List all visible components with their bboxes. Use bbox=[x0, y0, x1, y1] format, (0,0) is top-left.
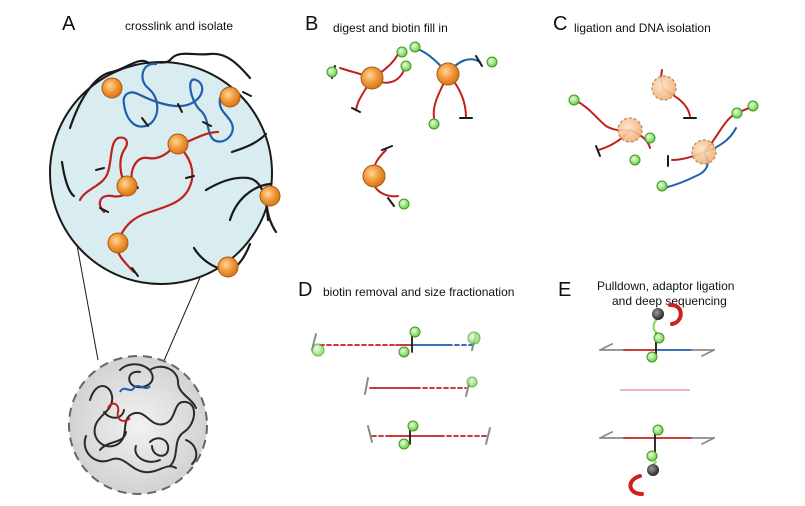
nucleus-red-strand bbox=[107, 402, 131, 422]
protein-sphere-icon bbox=[219, 86, 241, 108]
protein-sphere-icon bbox=[107, 232, 129, 254]
protein-sphere-icon bbox=[217, 256, 239, 278]
biotin-bead-icon bbox=[407, 420, 419, 432]
nucleus-envelope bbox=[68, 355, 208, 495]
biotin-bead-icon bbox=[652, 424, 664, 436]
biotin-bead-icon bbox=[656, 180, 668, 192]
panel-a-title: crosslink and isolate bbox=[125, 19, 233, 33]
panel-e-letter: E bbox=[558, 279, 571, 301]
biotin-bead-icon bbox=[653, 332, 665, 344]
biotin-bead-icon bbox=[747, 100, 759, 112]
biotin-bead-icon bbox=[400, 60, 412, 72]
panel-e-bottom-molecule bbox=[599, 427, 715, 496]
biotin-bead-icon bbox=[396, 46, 408, 58]
panel-a-letter: A bbox=[62, 13, 76, 35]
panel-b: B digest and biotin fill in bbox=[305, 13, 498, 210]
protein-sphere-icon bbox=[651, 75, 677, 101]
nucleus-blue-strand bbox=[119, 385, 151, 393]
panel-b-letter: B bbox=[305, 13, 318, 35]
protein-sphere-icon bbox=[691, 139, 717, 165]
biotin-bead-icon bbox=[646, 351, 658, 363]
protein-sphere-icon bbox=[101, 77, 123, 99]
panel-e-top-molecule bbox=[599, 303, 715, 357]
panel-d-fragments bbox=[311, 333, 491, 445]
biotin-bead-icon bbox=[409, 326, 421, 338]
protein-sphere-icon bbox=[617, 117, 643, 143]
protein-sphere-icon bbox=[362, 164, 386, 188]
biotin-bead-icon bbox=[326, 66, 338, 78]
biotin-bead-icon bbox=[646, 450, 658, 462]
biotin-bead-icon bbox=[428, 118, 440, 130]
panel-c-biotins bbox=[568, 94, 759, 192]
biotin-bead-icon bbox=[398, 346, 410, 358]
biotin-bead-icon bbox=[467, 331, 481, 345]
protein-sphere-icon bbox=[436, 62, 460, 86]
panel-d-title: biotin removal and size fractionation bbox=[323, 285, 514, 299]
nucleus-chromatin bbox=[83, 363, 198, 474]
panel-d: D biotin removal and size fractionation bbox=[298, 279, 514, 450]
nucleus bbox=[68, 355, 208, 495]
panel-c-proteins bbox=[617, 75, 717, 165]
panel-c: C ligation and DNA isolation bbox=[553, 13, 759, 192]
biotin-bead-icon bbox=[398, 438, 410, 450]
panel-a: A crosslink and isolate bbox=[49, 13, 281, 495]
biotin-bead-icon bbox=[466, 376, 478, 388]
biotin-bead-icon bbox=[311, 343, 325, 357]
panel-d-biotins bbox=[311, 326, 481, 450]
panel-d-letter: D bbox=[298, 279, 312, 301]
panel-b-proteins bbox=[360, 62, 460, 188]
panel-b-title: digest and biotin fill in bbox=[333, 21, 448, 35]
biotin-bead-icon bbox=[568, 94, 580, 106]
biotin-bead-icon bbox=[629, 154, 641, 166]
panel-c-title: ligation and DNA isolation bbox=[574, 21, 711, 35]
biotin-bead-icon bbox=[486, 56, 498, 68]
streptavidin-bead-icon bbox=[647, 464, 659, 476]
protein-sphere-icon bbox=[167, 133, 189, 155]
protein-sphere-icon bbox=[259, 185, 281, 207]
panel-e: E Pulldown, adaptor ligation and deep se… bbox=[558, 279, 734, 496]
panel-e-title-line2: and deep sequencing bbox=[612, 294, 727, 308]
panel-b-fragments bbox=[331, 47, 483, 207]
protein-sphere-icon bbox=[360, 66, 384, 90]
panel-b-biotins bbox=[326, 41, 498, 210]
biotin-bead-icon bbox=[644, 132, 656, 144]
biotin-bead-icon bbox=[731, 107, 743, 119]
protein-sphere-icon bbox=[116, 175, 138, 197]
panel-e-title-line1: Pulldown, adaptor ligation bbox=[597, 279, 734, 293]
streptavidin-bead-icon bbox=[652, 308, 664, 320]
panel-c-letter: C bbox=[553, 13, 567, 35]
zoomed-proteins bbox=[101, 77, 281, 278]
biotin-bead-icon bbox=[409, 41, 421, 53]
biotin-bead-icon bbox=[398, 198, 410, 210]
